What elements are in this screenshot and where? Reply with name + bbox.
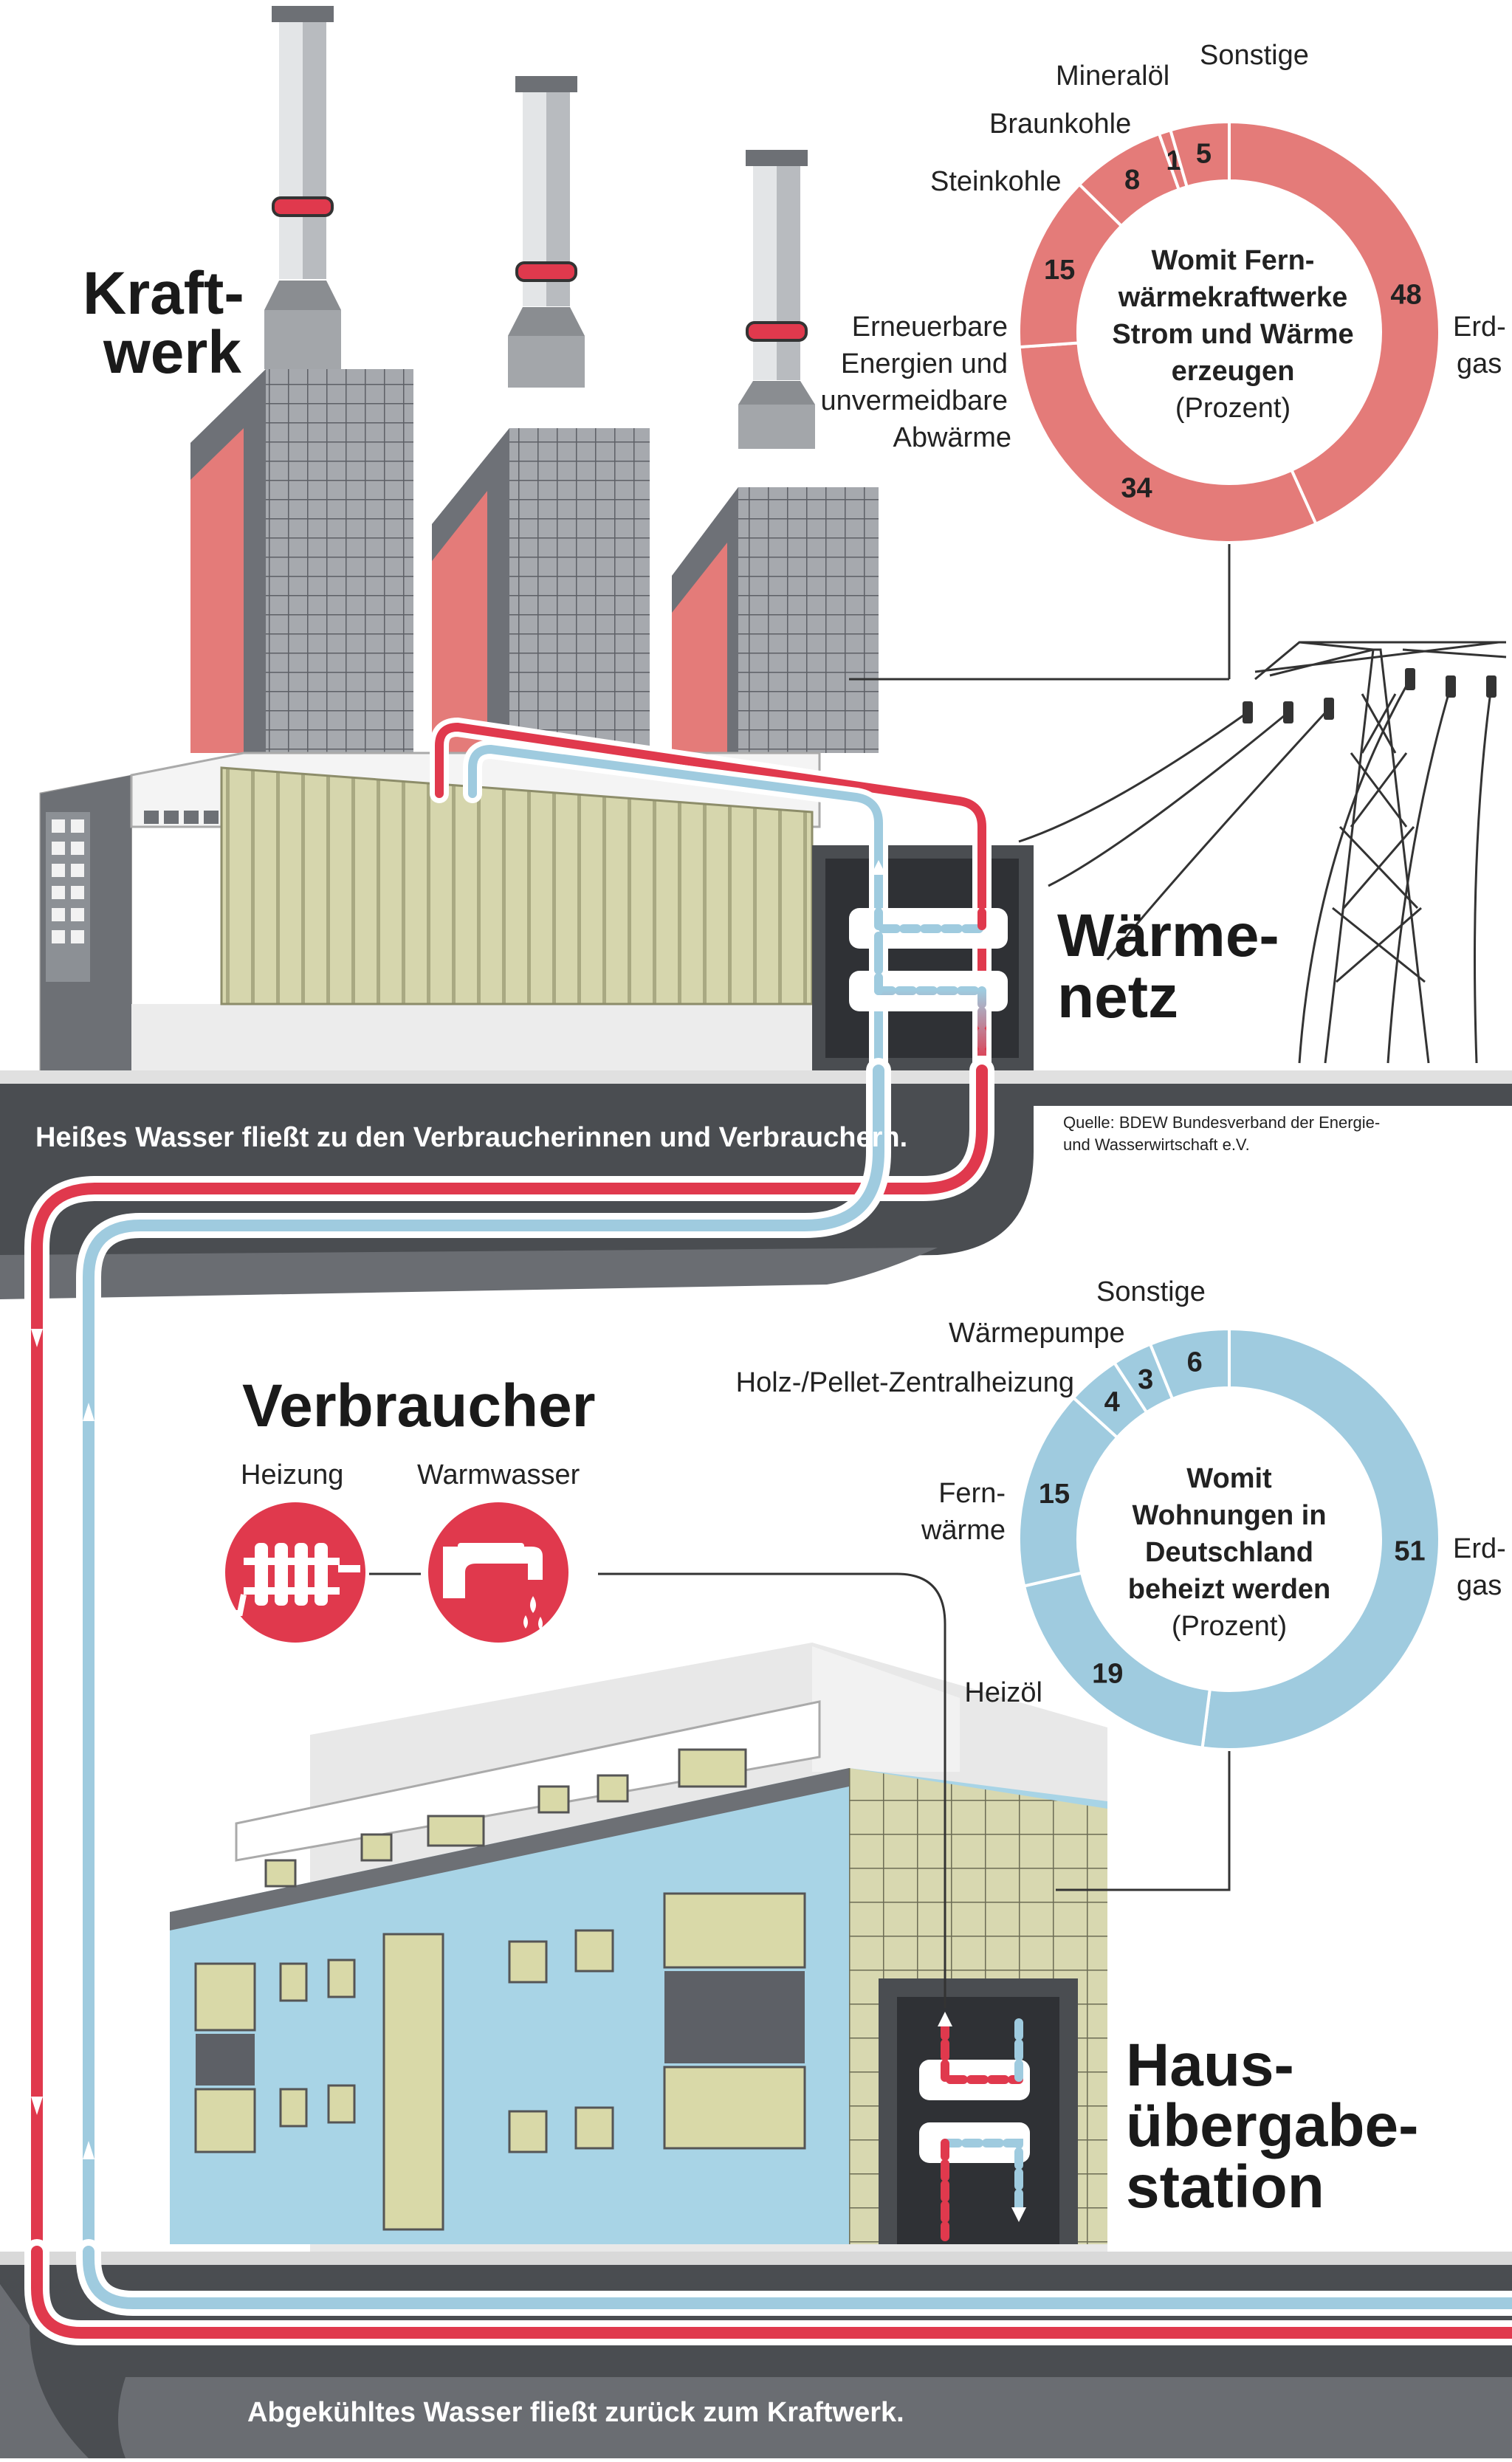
donut-value-1-0: 48 bbox=[1390, 279, 1421, 310]
network-title-line-2: netz bbox=[1057, 963, 1178, 1031]
chimneys bbox=[264, 6, 815, 449]
consumer-title: Verbraucher bbox=[242, 1372, 596, 1440]
home-donut-chart: 51 19 15 43 6 bbox=[1017, 1327, 1441, 1751]
label-steinkohle: Steinkohle bbox=[930, 166, 1061, 197]
station-title-line-3: station bbox=[1126, 2153, 1324, 2221]
label-fernwaerme-1: Fern- bbox=[938, 1478, 1006, 1509]
boiler-towers bbox=[190, 369, 879, 753]
heating-icon-badge bbox=[225, 1502, 365, 1643]
plant-pipes bbox=[430, 717, 1008, 1080]
power-pylon bbox=[1018, 641, 1507, 1064]
label-holz: Holz-/Pellet-Zentralheizung bbox=[736, 1367, 1074, 1398]
home-donut-title-1: Womit bbox=[1186, 1463, 1272, 1494]
label-erneuerbare-4: Abwärme bbox=[893, 422, 1012, 453]
label-sonstige: Sonstige bbox=[1200, 40, 1309, 71]
donut-value-2-1: 19 bbox=[1092, 1658, 1123, 1689]
donut-value-1-1: 34 bbox=[1121, 472, 1152, 503]
donut-value-1-5: 5 bbox=[1196, 138, 1212, 169]
heating-label: Heizung bbox=[241, 1459, 343, 1490]
home-donut-title-2: Wohnungen in bbox=[1132, 1500, 1326, 1531]
donut-value-2-5: 6 bbox=[1187, 1347, 1203, 1378]
station-exchanger bbox=[919, 2012, 1030, 2241]
donut-value-1-3: 8 bbox=[1124, 165, 1140, 196]
label-home-sonstige: Sonstige bbox=[1096, 1276, 1206, 1307]
label-fernwaerme-2: wärme bbox=[921, 1515, 1006, 1546]
source-line-2: und Wasserwirtschaft e.V. bbox=[1063, 1135, 1250, 1154]
source-note: Quelle: BDEW Bundesverband der Energie- … bbox=[1063, 1113, 1380, 1154]
label-mineraloel: Mineralöl bbox=[1056, 61, 1169, 92]
hotwater-icon-badge bbox=[428, 1502, 568, 1643]
plant-donut-unit: (Prozent) bbox=[1175, 393, 1291, 424]
label-erneuerbare-1: Erneuerbare bbox=[852, 312, 1008, 343]
cold-water-caption: Abgekühltes Wasser fließt zurück zum Kra… bbox=[247, 2397, 904, 2428]
return-pipes bbox=[24, 2239, 1512, 2345]
donut-slice-1-0 bbox=[1228, 120, 1441, 526]
donut-slice-2-5 bbox=[1148, 1327, 1231, 1401]
label-home-erdgas-1: Erd- bbox=[1453, 1533, 1506, 1564]
plant-donut-title-2: wärmekraftwerke bbox=[1118, 282, 1348, 313]
plant-donut-title-3: Strom und Wärme bbox=[1112, 319, 1353, 350]
label-heizoel: Heizöl bbox=[964, 1677, 1042, 1708]
donut-value-2-0: 51 bbox=[1394, 1536, 1425, 1567]
donut-value-2-4: 3 bbox=[1138, 1364, 1153, 1395]
home-donut-labels: Erd- gas Heizöl Fern- wärme Holz-/Pellet… bbox=[736, 1276, 1506, 1708]
donut-value-2-3: 4 bbox=[1104, 1386, 1120, 1417]
home-donut-unit: (Prozent) bbox=[1172, 1611, 1287, 1642]
home-donut-title-4: beheizt werden bbox=[1128, 1574, 1331, 1605]
apartment-building bbox=[170, 1643, 1107, 2252]
donut-slice-2-0 bbox=[1200, 1327, 1441, 1751]
station-title-line-1: Haus- bbox=[1126, 2032, 1294, 2099]
hot-water-caption: Heißes Wasser fließt zu den Verbraucheri… bbox=[35, 1122, 907, 1153]
power-plant bbox=[39, 6, 1231, 1080]
donut-value-1-2: 15 bbox=[1044, 255, 1075, 286]
network-title-line-1: Wärme- bbox=[1057, 902, 1279, 969]
source-line-1: Quelle: BDEW Bundesverband der Energie- bbox=[1063, 1113, 1380, 1132]
label-erdgas-2: gas bbox=[1457, 348, 1502, 379]
titles: Kraft- werk Wärme- netz Verbraucher Haus… bbox=[83, 260, 1418, 2221]
label-waermepumpe: Wärmepumpe bbox=[949, 1318, 1125, 1349]
station-title-line-2: übergabe- bbox=[1126, 2092, 1418, 2159]
donut-slice-1-1 bbox=[1017, 341, 1319, 544]
donut-slice-1-5 bbox=[1168, 120, 1231, 189]
plant-donut-title-4: erzeugen bbox=[1172, 356, 1295, 387]
donut-value-2-2: 15 bbox=[1039, 1479, 1070, 1510]
plant-donut-labels: Erd- gas Erneuerbare Energien und unverm… bbox=[821, 40, 1506, 453]
home-donut-title-3: Deutschland bbox=[1145, 1537, 1313, 1568]
label-erneuerbare-2: Energien und bbox=[841, 348, 1008, 379]
plant-donut-title-1: Womit Fern- bbox=[1152, 245, 1315, 276]
label-home-erdgas-2: gas bbox=[1457, 1570, 1502, 1601]
plant-title-line-1: Kraft- bbox=[83, 260, 244, 327]
label-braunkohle: Braunkohle bbox=[989, 109, 1131, 140]
consumer-callout bbox=[369, 1572, 1231, 2008]
label-erneuerbare-3: unvermeidbare bbox=[821, 385, 1008, 416]
label-erdgas-1: Erd- bbox=[1453, 312, 1506, 343]
hotwater-label: Warmwasser bbox=[417, 1459, 580, 1490]
plant-title-line-2: werk bbox=[103, 319, 241, 386]
